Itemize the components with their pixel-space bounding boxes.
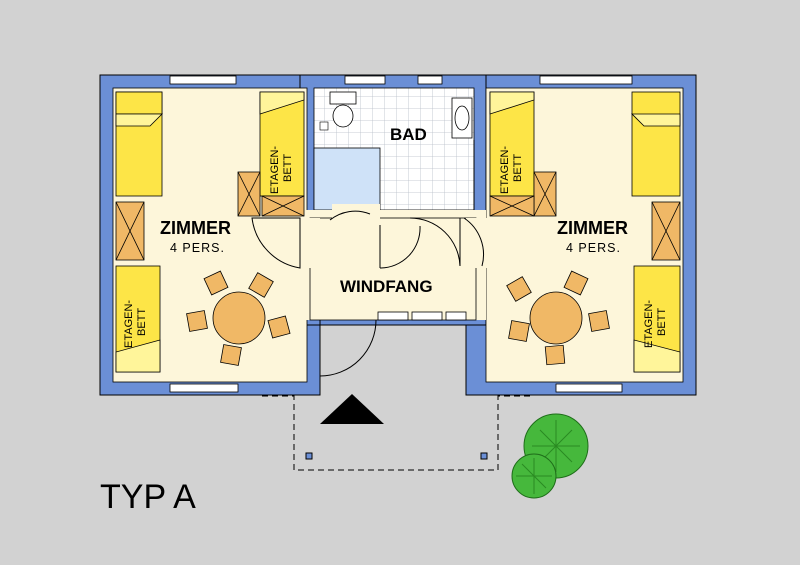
entrance-floor [309, 217, 477, 321]
room-right-furniture [489, 91, 681, 373]
room-left-capacity: 4 PERS. [170, 241, 225, 255]
entrance-canopy [262, 395, 530, 471]
svg-text:BETT: BETT [282, 154, 294, 182]
entrance-label: WINDFANG [340, 277, 433, 296]
bunk-bed-label-left-bottom: ETAGEN- BETT [123, 300, 148, 348]
plan-title: TYP A [100, 478, 196, 516]
plant-icon [511, 413, 589, 499]
bunk-bed-label-right-bottom: ETAGEN- BETT [643, 300, 668, 348]
bunk-bed-label-right-top: ETAGEN- BETT [499, 146, 524, 194]
svg-text:ETAGEN-: ETAGEN- [269, 146, 281, 194]
room-right-capacity: 4 PERS. [566, 241, 621, 255]
shower [313, 147, 381, 211]
toilet-icon [319, 91, 357, 131]
windows [169, 75, 633, 393]
svg-text:BETT: BETT [136, 308, 148, 336]
svg-text:ETAGEN-: ETAGEN- [499, 146, 511, 194]
svg-text:ETAGEN-: ETAGEN- [123, 300, 135, 348]
room-left-furniture [115, 91, 305, 373]
svg-text:ETAGEN-: ETAGEN- [643, 300, 655, 348]
svg-text:BETT: BETT [512, 154, 524, 182]
bathroom-label: BAD [390, 125, 427, 144]
doors [251, 210, 485, 377]
sink-icon [451, 97, 473, 139]
entrance-arrow-icon [320, 394, 384, 424]
bunk-bed-label-left-top: ETAGEN- BETT [269, 146, 294, 194]
room-right-name: ZIMMER [557, 218, 628, 238]
room-left-name: ZIMMER [160, 218, 231, 238]
svg-text:BETT: BETT [656, 308, 668, 336]
